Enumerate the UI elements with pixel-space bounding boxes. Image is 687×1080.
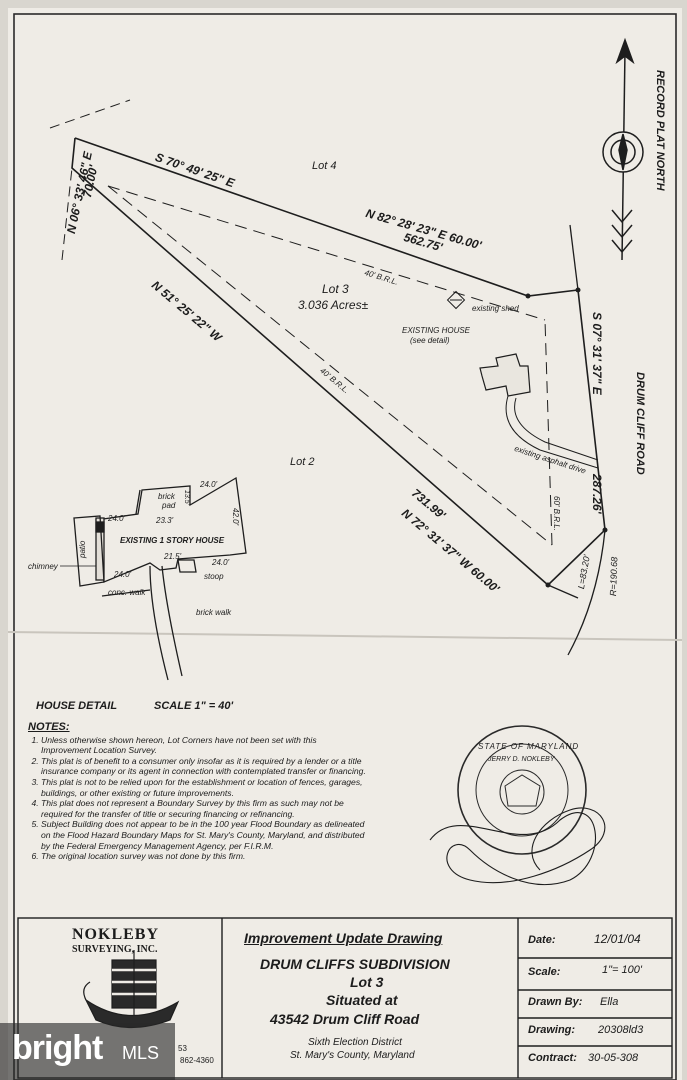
chimney-label: chimney xyxy=(28,562,58,571)
note-item: This plat does not represent a Boundary … xyxy=(41,798,368,819)
property-address: 43542 Drum Cliff Road xyxy=(270,1011,420,1027)
existing-house-footprint xyxy=(479,353,531,397)
dim-right-bottom: 24.0' xyxy=(212,558,230,567)
bearing-east-line: S 07° 31' 37" E xyxy=(590,312,604,395)
note-item: The original location survey was not don… xyxy=(41,851,368,862)
scale-label: Scale: xyxy=(528,966,561,978)
corner-marker xyxy=(575,287,581,293)
watermark-brand: bright xyxy=(12,1029,103,1067)
notes-list: Unless otherwise shown hereon, Lot Corne… xyxy=(28,735,368,862)
dim-pad-width: 23.3' xyxy=(156,516,174,525)
dim-top: 24.0' xyxy=(200,480,218,489)
seal-state: STATE OF MARYLAND xyxy=(478,742,580,751)
asphalt-drive-edge-1 xyxy=(505,395,599,469)
contract-value: 30-05-308 xyxy=(588,1052,639,1064)
brick-walk-label: brick walk xyxy=(196,608,232,617)
house-detail-title: HOUSE DETAIL xyxy=(36,700,118,712)
contract-label: Contract: xyxy=(528,1052,577,1064)
county-name: St. Mary's County, Maryland xyxy=(290,1050,415,1061)
road-line-top xyxy=(569,224,579,291)
brick-pad-label-2: pad xyxy=(162,501,176,510)
drawn-by-value: Ella xyxy=(600,996,619,1008)
notes-heading: NOTES: xyxy=(28,721,70,733)
sheet-border xyxy=(13,13,677,1080)
brl-right-label: 60' B.R.L. xyxy=(552,496,561,531)
scale-value: 1"= 100' xyxy=(602,964,642,976)
house-label: EXISTING HOUSE xyxy=(402,326,471,335)
brick-pad-label-1: brick xyxy=(158,492,175,501)
existing-shed-symbol xyxy=(446,290,466,310)
note-item: Subject Building does not appear to be i… xyxy=(41,819,368,851)
drawn-by-label: Drawn By: xyxy=(528,996,583,1008)
lot-number: Lot 3 xyxy=(350,974,384,990)
dim-left-top: 24.0' xyxy=(108,514,126,523)
house-detail-label: EXISTING 1 STORY HOUSE xyxy=(120,536,225,545)
note-item: This plat is not to be relied upon for t… xyxy=(41,777,368,798)
conc-walk-label: conc. walk xyxy=(108,588,146,597)
distance-east-line: 287.26' xyxy=(590,474,604,514)
asphalt-drive-edge-2 xyxy=(514,397,599,461)
note-item: This plat is of benefit to a consumer on… xyxy=(41,756,368,777)
bright-mls-watermark: bright MLS xyxy=(0,1023,175,1080)
lot3-label: Lot 3 xyxy=(322,282,349,296)
watermark-suffix: MLS xyxy=(122,1043,160,1063)
dim-pad-depth: 13.5' xyxy=(183,490,190,505)
house-detail-scale: SCALE 1" = 40' xyxy=(154,700,234,712)
lot3-acres: 3.036 Acres± xyxy=(298,298,369,312)
subdivision-name: DRUM CLIFFS SUBDIVISION xyxy=(260,956,450,972)
drawing-label: Drawing: xyxy=(528,1024,576,1036)
paper-fold xyxy=(7,631,683,641)
road-curve xyxy=(567,529,606,656)
curve-radius: R=190.68 xyxy=(608,556,620,597)
viking-ship-logo xyxy=(83,950,180,1029)
notes-block: NOTES: Unless otherwise shown hereon, Lo… xyxy=(28,722,368,862)
house-detail-drawing xyxy=(73,476,247,681)
date-label: Date: xyxy=(528,934,556,946)
corner-marker xyxy=(545,582,551,588)
dim-right: 42.0' xyxy=(231,508,240,526)
dim-left-bottom: 24.0' xyxy=(114,570,132,579)
drawing-value: 20308ld3 xyxy=(598,1024,644,1036)
shed-label: existing shed xyxy=(472,304,519,313)
north-label: RECORD PLAT NORTH xyxy=(654,70,666,191)
situated-label: Situated at xyxy=(326,992,398,1008)
paper xyxy=(8,8,682,1080)
corner-tick-nw xyxy=(49,99,131,129)
lot2-label: Lot 2 xyxy=(290,456,315,468)
company-code: 53 xyxy=(178,1044,187,1053)
corner-marker xyxy=(602,527,608,533)
road-name-label: DRUM CLIFF ROAD xyxy=(634,372,646,475)
title-block-frame xyxy=(17,917,673,1079)
north-arrow xyxy=(602,37,644,261)
company-subname: SURVEYING, INC. xyxy=(72,944,158,955)
brl-lines xyxy=(107,185,553,546)
seal-name: JERRY D. NOKLEBY xyxy=(488,756,555,763)
surveyor-seal xyxy=(457,725,587,855)
lot4-label: Lot 4 xyxy=(312,160,337,172)
date-value: 12/01/04 xyxy=(594,932,641,946)
stoop-label: stoop xyxy=(204,572,224,581)
drawing-type: Improvement Update Drawing xyxy=(244,930,443,946)
company-phone: 862-4360 xyxy=(180,1056,214,1065)
road-line-bottom xyxy=(547,584,579,599)
house-note: (see detail) xyxy=(410,336,450,345)
company-name: NOKLEBY xyxy=(72,926,160,943)
election-district: Sixth Election District xyxy=(308,1037,402,1048)
note-item: Unless otherwise shown hereon, Lot Corne… xyxy=(41,735,368,756)
dim-front: 21.5' xyxy=(164,552,182,561)
patio-label: patio xyxy=(78,540,87,558)
signature xyxy=(429,807,606,886)
corner-marker xyxy=(525,293,531,299)
